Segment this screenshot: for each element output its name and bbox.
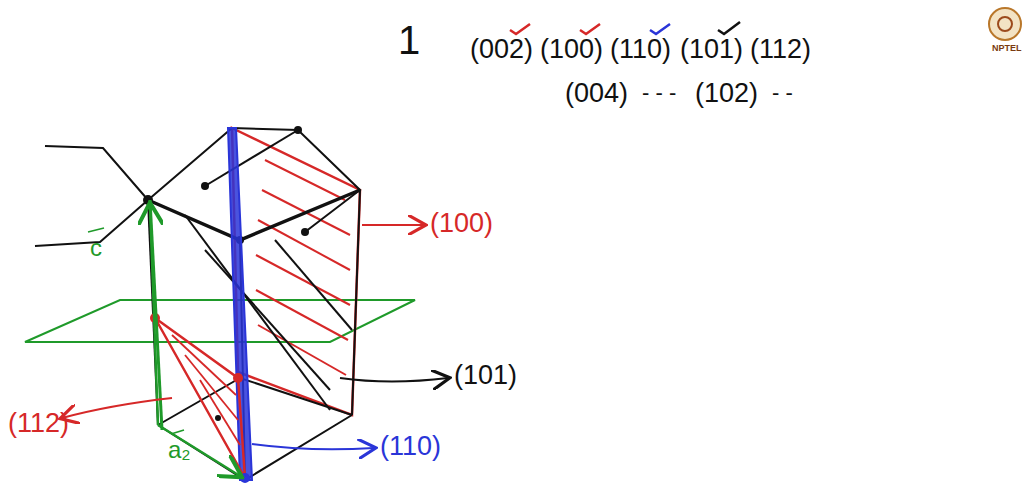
plane-110 — [228, 128, 252, 480]
plane-label: (100) — [430, 210, 493, 237]
plane-label: (112) — [8, 410, 69, 437]
ellipsis: - - — [772, 82, 793, 104]
vector-bar — [171, 430, 184, 434]
logo-text: NPTEL — [992, 44, 1022, 53]
leader-line — [362, 224, 424, 226]
hexagonal-prism — [148, 128, 360, 480]
check-marks — [510, 22, 740, 34]
plane-index: (002) — [470, 36, 533, 63]
item-number: 1 — [398, 20, 420, 60]
plane-index: (004) — [565, 80, 628, 107]
lattice-points — [143, 126, 309, 421]
plane-label: (101) — [454, 362, 517, 389]
leader-line — [340, 378, 448, 382]
vector-bar — [88, 228, 104, 232]
plane-label: (110) — [380, 433, 441, 460]
plane-index: (110) — [610, 36, 671, 63]
plane-index: (100) — [540, 36, 603, 63]
plane-index: (101) — [680, 36, 743, 63]
lattice-vectors — [150, 200, 240, 476]
logo — [989, 8, 1021, 40]
ellipsis: - - - — [642, 82, 676, 104]
vector-label: c — [90, 236, 102, 260]
leader-line — [62, 398, 172, 418]
neighbour-lines — [35, 146, 148, 246]
plane-index: (112) — [750, 36, 811, 63]
leader-line — [252, 444, 374, 449]
plane-index: (102) — [695, 80, 758, 107]
vector-label: a₂ — [168, 438, 191, 462]
